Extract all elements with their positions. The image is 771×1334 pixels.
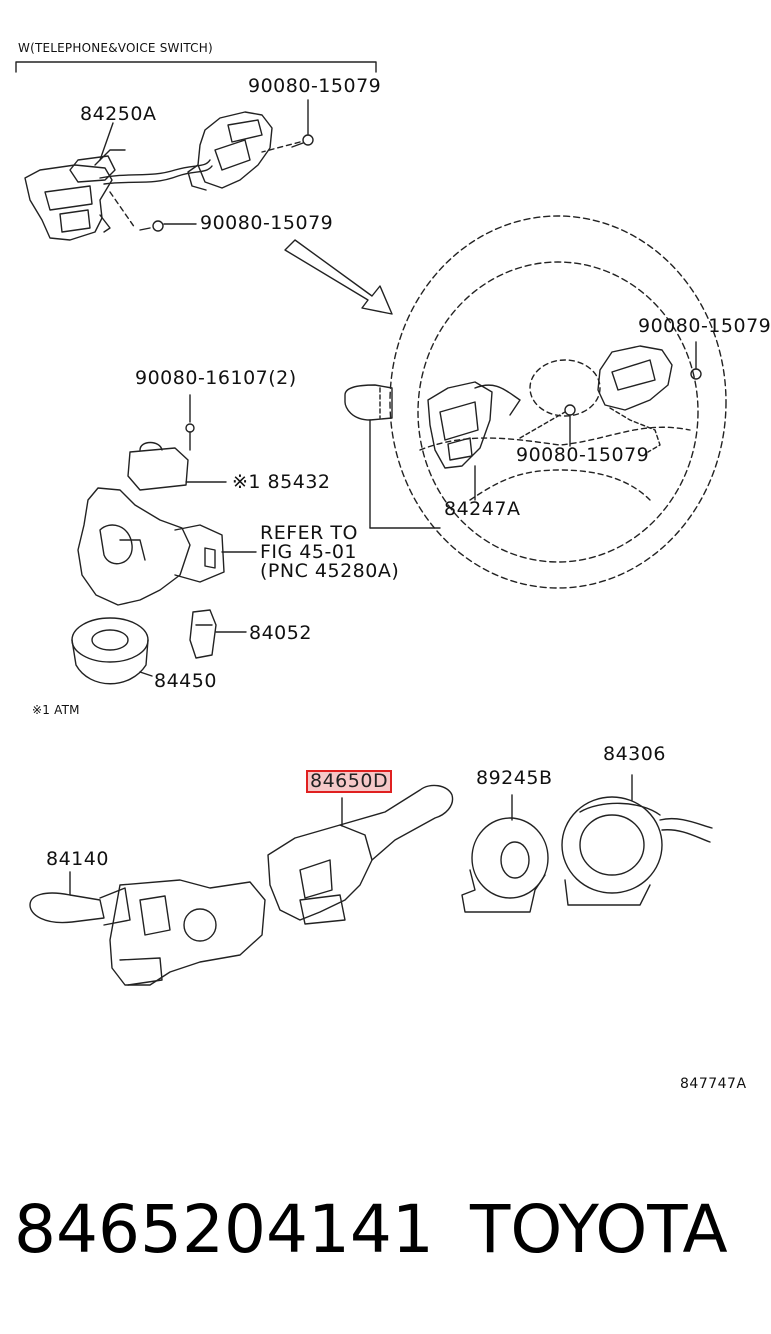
refer-line-1: REFER TO	[260, 522, 358, 544]
steering-switch-left	[24, 149, 126, 241]
steering-lock-housing	[77, 487, 257, 606]
label-85432: ※1 85432	[232, 471, 331, 493]
label-90080-15079-wheel-right: 90080-15079	[638, 315, 771, 337]
refer-line-2: FIG 45-01	[260, 541, 358, 563]
switch-84052	[189, 609, 247, 659]
screw-90080-15079-mid	[139, 220, 197, 232]
switch-wire-harness	[99, 141, 301, 229]
steering-wheel	[389, 215, 727, 589]
label-90080-15079-mid: 90080-15079	[200, 212, 334, 234]
screw-90080-15079-wheel-right	[690, 341, 702, 380]
label-90080-16107: 90080-16107(2)	[135, 367, 297, 389]
variant-note: W(TELEPHONE&VOICE SWITCH)	[18, 41, 213, 55]
key-cylinder-84450	[71, 617, 153, 685]
footer-part-number: 8465204141	[14, 1191, 434, 1268]
transponder-amplifier-85432	[127, 441, 227, 491]
label-90080-15079-wheel-center: 90080-15079	[516, 444, 650, 466]
highlighted-part-84650D[interactable]: 84650D	[306, 770, 393, 793]
label-84450: 84450	[154, 670, 217, 692]
refer-line-3: (PNC 45280A)	[260, 560, 400, 582]
label-84052: 84052	[249, 622, 312, 644]
turn-signal-switch-84140	[29, 871, 266, 986]
note-atm: ※1 ATM	[32, 703, 80, 717]
footer-brand: TOYOTA	[470, 1191, 728, 1268]
screw-90080-15079-top	[291, 99, 314, 148]
label-84140: 84140	[46, 848, 109, 870]
steering-sensor-89245B	[461, 794, 549, 913]
wheel-switch-left	[427, 381, 521, 469]
label-90080-15079-top: 90080-15079	[248, 75, 382, 97]
screw-90080-15079-wheel-center	[519, 404, 576, 447]
label-84306: 84306	[603, 743, 666, 765]
wiper-switch-84650D	[267, 784, 454, 925]
label-84247A: 84247A	[444, 498, 521, 520]
wheel-switch-right	[597, 345, 673, 453]
spiral-cable-84306	[561, 774, 713, 906]
direction-arrow	[284, 239, 393, 315]
label-89245B: 89245B	[476, 767, 553, 789]
figure-code: 847747A	[680, 1076, 747, 1092]
steering-switch-right	[187, 111, 273, 191]
screw-90080-16107	[185, 394, 195, 451]
label-84250A: 84250A	[80, 103, 157, 125]
header-bracket	[15, 61, 377, 73]
steering-column-stalk	[344, 384, 441, 529]
